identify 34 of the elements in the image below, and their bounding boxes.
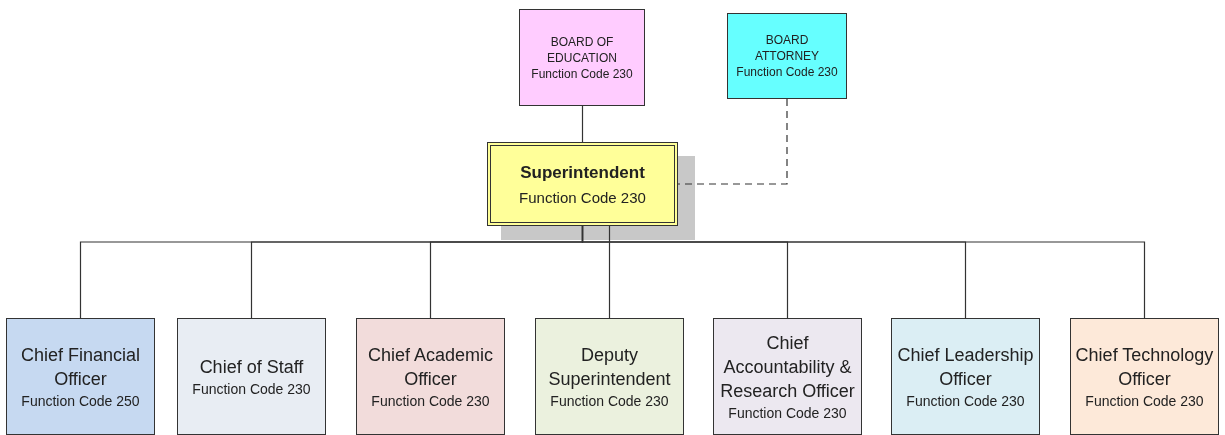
- function-code: Function Code 230: [519, 188, 646, 206]
- function-code: Function Code 230: [370, 391, 491, 411]
- position-box: [487, 142, 678, 226]
- position-box: [6, 318, 155, 435]
- connector-line: [581, 105, 584, 143]
- connector-line: [581, 225, 1146, 319]
- position-title: BOARD ATTORNEY: [753, 32, 821, 64]
- position-box: [519, 9, 645, 106]
- position-box: [727, 13, 847, 99]
- function-code: Function Code 230: [727, 403, 848, 423]
- position-box: [535, 318, 684, 435]
- position-box: [713, 318, 862, 435]
- position-title: Deputy Superintendent: [547, 343, 672, 391]
- position-title: Chief Leadership Officer: [896, 343, 1035, 391]
- connector-line: [608, 225, 611, 319]
- position-box: [177, 318, 326, 435]
- function-code: Function Code 230: [549, 391, 670, 411]
- position-box: [356, 318, 505, 435]
- position-title: Superintendent: [520, 162, 645, 183]
- function-code: Function Code 230: [735, 64, 839, 80]
- position-title: Chief Technology Officer: [1074, 343, 1215, 391]
- function-code: Function Code 230: [191, 379, 312, 399]
- position-box: [1070, 318, 1219, 435]
- function-code: Function Code 230: [1084, 391, 1205, 411]
- position-title: Chief Academic Officer: [366, 343, 495, 391]
- position-box: [891, 318, 1040, 435]
- position-title: Chief of Staff: [198, 355, 305, 379]
- position-title: Chief Financial Officer: [19, 343, 142, 391]
- function-code: Function Code 230: [530, 65, 634, 82]
- position-title: BOARD OF EDUCATION: [546, 33, 618, 66]
- function-code: Function Code 230: [905, 391, 1026, 411]
- connector-line: [677, 98, 788, 185]
- function-code: Function Code 250: [20, 391, 141, 411]
- position-title: Chief Accountability & Research Officer: [719, 331, 856, 403]
